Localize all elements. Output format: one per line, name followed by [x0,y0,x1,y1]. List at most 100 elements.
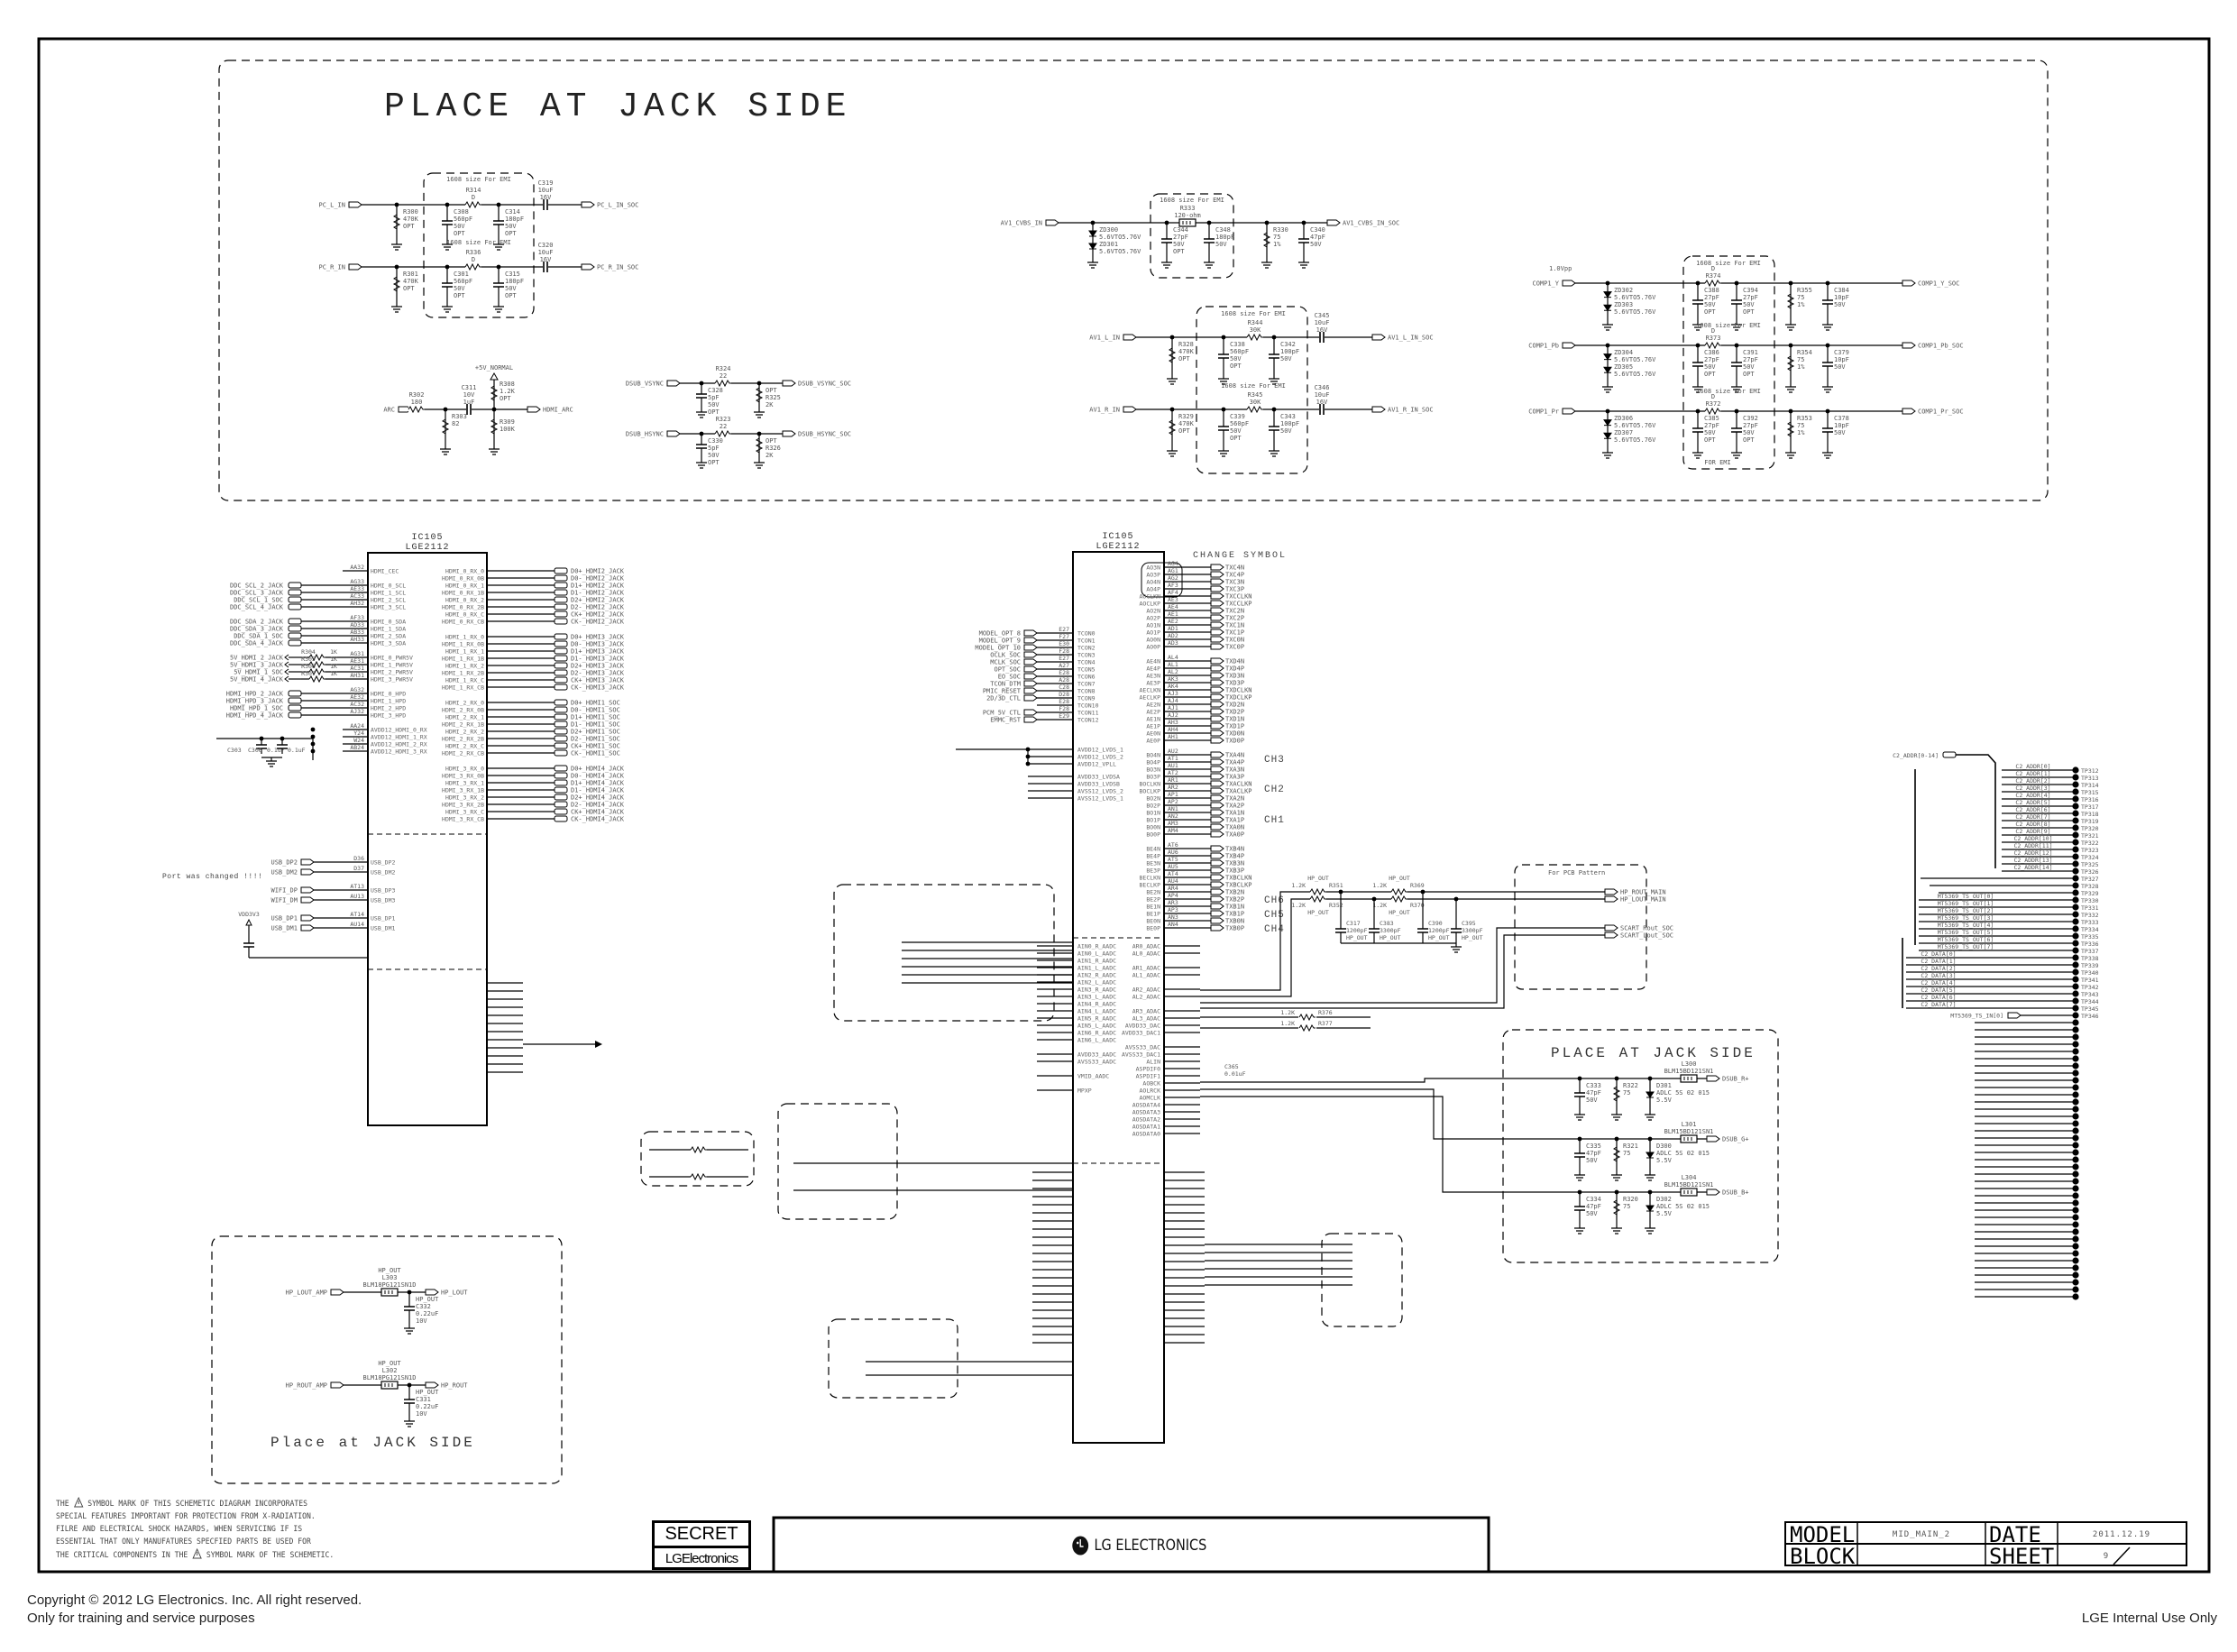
port-connector-icon[interactable] [554,772,568,779]
port-connector-icon[interactable] [1210,693,1224,701]
port-connector-icon[interactable] [1210,802,1224,809]
port-connector-icon[interactable] [782,430,796,437]
port-connector-icon[interactable] [288,589,302,596]
port-connector-icon[interactable] [1210,780,1224,787]
port-connector-icon[interactable] [288,618,302,625]
port-connector-icon[interactable] [554,713,568,720]
port-connector-icon[interactable] [554,633,568,640]
port-connector-icon[interactable] [1210,665,1224,672]
port-connector-icon[interactable] [1123,334,1137,341]
port-connector-icon[interactable] [554,808,568,815]
port-connector-icon[interactable] [1902,408,1916,415]
port-connector-icon[interactable] [1210,578,1224,585]
port-connector-icon[interactable] [1210,823,1224,831]
port-connector-icon[interactable] [782,380,796,387]
port-connector-icon[interactable] [554,720,568,728]
port-connector-icon[interactable] [1210,679,1224,686]
port-connector-icon[interactable] [1604,895,1618,903]
port-connector-icon[interactable] [348,201,362,208]
port-connector-icon[interactable] [1210,600,1224,607]
port-connector-icon[interactable] [1210,585,1224,592]
port-connector-icon[interactable] [1902,342,1916,349]
port-connector-icon[interactable] [1023,709,1038,716]
port-connector-icon[interactable] [300,858,315,866]
port-connector-icon[interactable] [554,786,568,794]
port-connector-icon[interactable] [1210,751,1224,758]
port-connector-icon[interactable] [554,582,568,589]
port-connector-icon[interactable] [288,596,302,603]
port-connector-icon[interactable] [1210,867,1224,874]
port-connector-icon[interactable] [288,632,302,639]
port-connector-icon[interactable] [1045,219,1059,226]
port-connector-icon[interactable] [1210,794,1224,802]
port-connector-icon[interactable] [1604,888,1618,895]
port-connector-icon[interactable] [288,625,302,632]
port-connector-icon[interactable] [1210,672,1224,679]
port-connector-icon[interactable] [330,1381,344,1389]
port-connector-icon[interactable] [554,706,568,713]
port-connector-icon[interactable] [666,430,681,437]
port-connector-icon[interactable] [300,914,315,922]
port-connector-icon[interactable] [1371,334,1386,341]
port-connector-icon[interactable] [330,1289,344,1296]
port-connector-icon[interactable] [1210,592,1224,600]
port-connector-icon[interactable] [554,765,568,772]
port-connector-icon[interactable] [1210,737,1224,744]
port-connector-icon[interactable] [1562,408,1576,415]
port-connector-icon[interactable] [1210,917,1224,924]
port-connector-icon[interactable] [1210,643,1224,650]
port-connector-icon[interactable] [1023,637,1038,644]
port-connector-icon[interactable] [1210,773,1224,780]
port-connector-icon[interactable] [554,610,568,618]
port-connector-icon[interactable] [581,201,595,208]
port-connector-icon[interactable] [1210,787,1224,794]
port-connector-icon[interactable] [554,596,568,603]
port-connector-icon[interactable] [554,640,568,647]
port-connector-icon[interactable] [1706,1189,1720,1196]
port-connector-icon[interactable] [1210,607,1224,614]
port-connector-icon[interactable] [1210,874,1224,881]
port-connector-icon[interactable] [1210,701,1224,708]
port-connector-icon[interactable] [554,574,568,582]
port-connector-icon[interactable] [2007,1012,2022,1019]
port-connector-icon[interactable] [288,697,302,704]
port-connector-icon[interactable] [1210,571,1224,578]
port-connector-icon[interactable] [554,655,568,662]
port-connector-icon[interactable] [300,868,315,876]
port-connector-icon[interactable] [300,924,315,932]
port-connector-icon[interactable] [1942,751,1957,758]
port-connector-icon[interactable] [300,886,315,894]
port-connector-icon[interactable] [554,794,568,801]
port-connector-icon[interactable] [288,603,302,610]
port-connector-icon[interactable] [1210,722,1224,730]
port-connector-icon[interactable] [1210,708,1224,715]
port-connector-icon[interactable] [1210,910,1224,917]
port-connector-icon[interactable] [288,690,302,697]
port-connector-icon[interactable] [1210,686,1224,693]
port-connector-icon[interactable] [554,676,568,684]
port-connector-icon[interactable] [1210,845,1224,852]
port-connector-icon[interactable] [1023,651,1038,658]
port-connector-icon[interactable] [1562,342,1576,349]
port-connector-icon[interactable] [581,263,595,271]
port-connector-icon[interactable] [554,603,568,610]
port-connector-icon[interactable] [1023,680,1038,687]
port-connector-icon[interactable] [288,639,302,647]
port-connector-icon[interactable] [554,742,568,749]
port-connector-icon[interactable] [554,728,568,735]
port-connector-icon[interactable] [1210,621,1224,629]
port-connector-icon[interactable] [1210,766,1224,773]
port-connector-icon[interactable] [1210,614,1224,621]
port-connector-icon[interactable] [1210,859,1224,867]
port-connector-icon[interactable] [554,662,568,669]
port-connector-icon[interactable] [1023,629,1038,637]
port-connector-icon[interactable] [554,815,568,822]
port-connector-icon[interactable] [1371,406,1386,413]
port-connector-icon[interactable] [425,1381,439,1389]
port-connector-icon[interactable] [1210,831,1224,838]
port-connector-icon[interactable] [1210,924,1224,932]
port-connector-icon[interactable] [554,801,568,808]
port-connector-icon[interactable] [554,669,568,676]
port-connector-icon[interactable] [1210,730,1224,737]
port-connector-icon[interactable] [666,380,681,387]
